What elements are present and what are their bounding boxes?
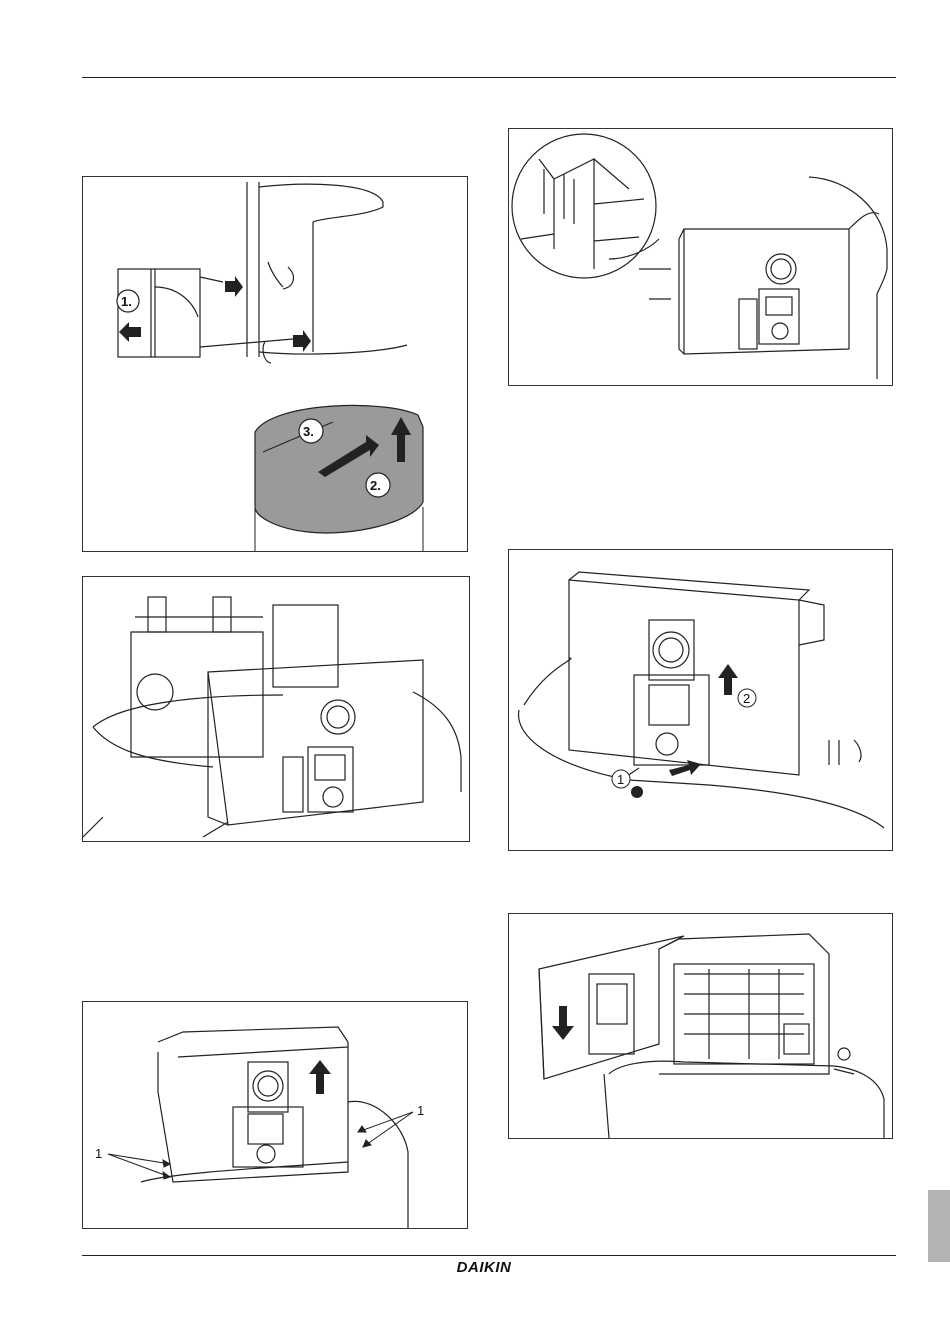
- daikin-logo: DAIKIN: [444, 1259, 524, 1277]
- step-1-label: 1.: [121, 294, 132, 309]
- figure-unit-overview: [82, 576, 470, 842]
- figure-hydrobox-remove: 2 1: [508, 549, 893, 851]
- header-rule: [82, 77, 896, 78]
- switchbox-open-illustration: [509, 914, 892, 1138]
- callout-1-right-label: 1: [417, 1103, 424, 1118]
- callout-1-left-label: 1: [95, 1146, 102, 1161]
- figure-switchbox-detail: [508, 128, 893, 386]
- step-2-label: 2.: [370, 478, 381, 493]
- callout-1-label: 1: [617, 772, 624, 787]
- figure-switchbox-open: [508, 913, 893, 1139]
- switchbox-detail-illustration: [509, 129, 892, 385]
- hydrobox-remove-illustration: 2 1: [509, 550, 892, 850]
- cover-removal-illustration: 1. 3. 2.: [83, 177, 467, 551]
- callout-2-label: 2: [743, 691, 750, 706]
- figure-cover-removal: 1. 3. 2.: [82, 176, 468, 552]
- step-3-label: 3.: [303, 424, 314, 439]
- hydrobox-lift-illustration: 1 1: [83, 1002, 467, 1228]
- footer-rule: [82, 1255, 896, 1256]
- figure-hydrobox-lift: 1 1: [82, 1001, 468, 1229]
- section-tab: [928, 1190, 950, 1262]
- unit-overview-illustration: [83, 577, 469, 841]
